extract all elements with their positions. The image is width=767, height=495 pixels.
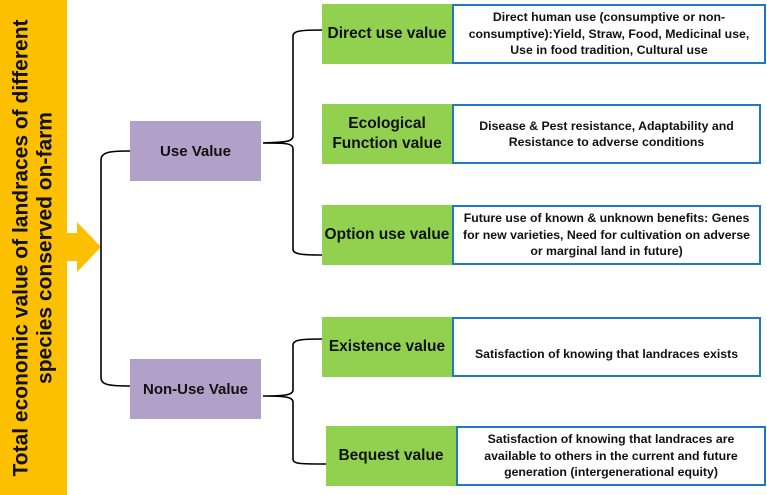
existence-value-box: Existence value	[322, 317, 452, 377]
direct-use-value-box: Direct use value	[322, 4, 452, 64]
bequest-value-box: Bequest value	[326, 426, 456, 486]
existence-description: Satisfaction of knowing that landraces e…	[452, 317, 761, 377]
bequest-description: Satisfaction of knowing that landraces a…	[456, 426, 766, 486]
brace-use-value	[262, 29, 323, 256]
ecological-function-description: Disease & Pest resistance, Adaptability …	[452, 104, 761, 164]
direct-use-description: Direct human use (consumptive or non-con…	[452, 4, 766, 64]
option-use-value-box: Option use value	[322, 205, 452, 265]
ecological-function-value-box: Ecological Function value	[322, 104, 452, 164]
total-economic-value-box: Total economic value of landraces of dif…	[0, 0, 67, 495]
non-use-value-box: Non-Use Value	[130, 359, 261, 419]
arrow-icon	[67, 222, 101, 272]
option-use-description: Future use of known & unknown benefits: …	[452, 205, 761, 265]
use-value-box: Use Value	[130, 121, 261, 181]
brace-non-use-value	[262, 338, 327, 465]
brace-root	[100, 150, 131, 387]
